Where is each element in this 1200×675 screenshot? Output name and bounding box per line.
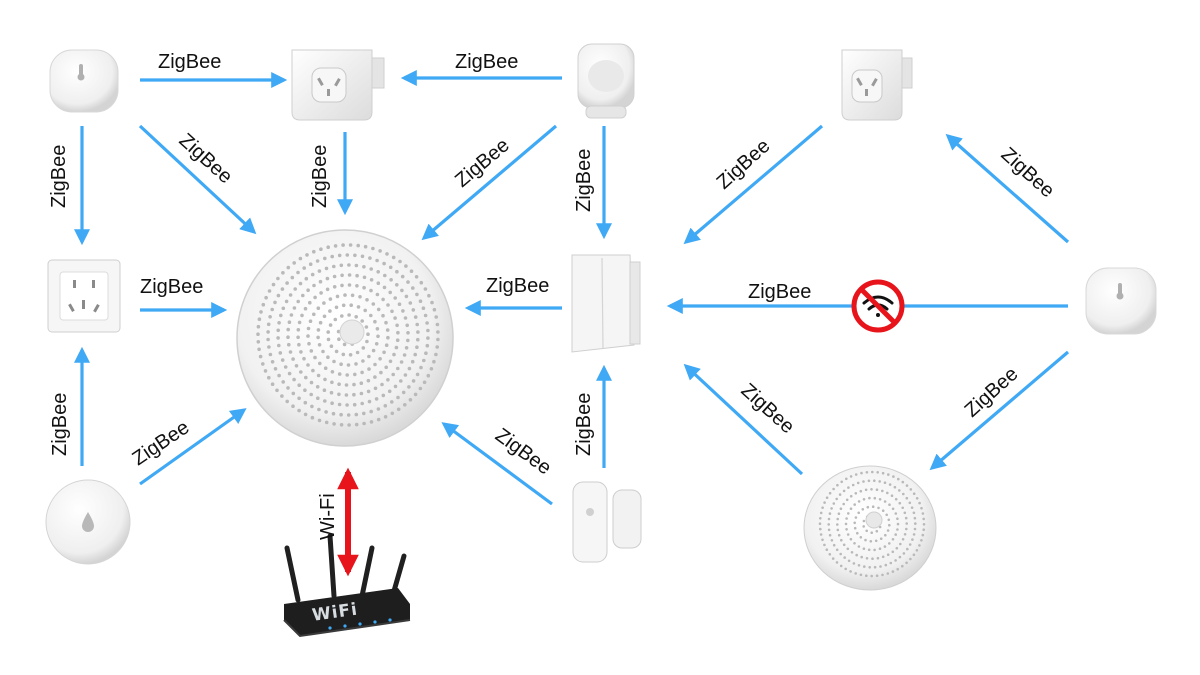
wifi-router: WiFi: [283, 533, 411, 638]
arrow-plug-to-switch: [683, 124, 824, 245]
water-leak-sensor: [45, 479, 131, 565]
zigbee-label: ZigBee: [451, 134, 514, 192]
zigbee-label: ZigBee: [486, 275, 549, 297]
thermometer-icon: [1116, 283, 1124, 300]
arrow-hub-to-switch: [683, 363, 804, 476]
gateway-hub-secondary: [803, 465, 937, 591]
zigbee-label: ZigBee: [175, 129, 237, 188]
router-icon: [328, 618, 392, 630]
arrow-sensor-to-plug-right: [945, 133, 1070, 244]
door-window-sensor: [572, 481, 642, 563]
door-sensor-icon: [586, 508, 594, 516]
temperature-sensor-top-left: [49, 49, 119, 113]
zigbee-label: ZigBee: [158, 51, 221, 73]
arrow-leak-to-hub: [139, 408, 247, 486]
wall-socket-icon: [59, 271, 109, 321]
arrow-door-to-hub: [441, 422, 553, 506]
zigbee-label: ZigBee: [997, 143, 1059, 202]
wall-socket: [47, 259, 121, 333]
arrow-motion-to-hub: [421, 124, 558, 241]
zigbee-label: ZigBee: [961, 363, 1023, 422]
gateway-icon: [256, 243, 440, 427]
zigbee-label: ZigBee: [573, 393, 595, 456]
zigbee-label: ZigBee: [49, 393, 71, 456]
wall-switch: [571, 254, 641, 353]
smart-plug-right: [841, 49, 913, 121]
zigbee-label: ZigBee: [455, 51, 518, 73]
zigbee-label: ZigBee: [128, 416, 193, 470]
zigbee-label: ZigBee: [140, 276, 203, 298]
plug-icon: [311, 67, 347, 103]
wifi-label: Wi-Fi: [317, 493, 339, 540]
water-drop-icon: [82, 512, 94, 532]
plug-icon: [851, 69, 883, 103]
zigbee-label: ZigBee: [737, 379, 799, 438]
zigbee-label: ZigBee: [713, 135, 775, 194]
arrow-sensor-to-hub: [138, 124, 257, 235]
no-wifi-sign: [851, 279, 905, 333]
temperature-sensor-right: [1085, 267, 1157, 335]
wall-switch-icon: [629, 261, 641, 345]
zigbee-label: ZigBee: [309, 145, 331, 208]
motion-sensor-icon: [588, 60, 624, 92]
motion-sensor: [577, 43, 635, 119]
zigbee-label: ZigBee: [491, 424, 555, 479]
arrow-sensor-to-hub-secondary: [929, 350, 1070, 471]
gateway-hub-main: [236, 229, 454, 447]
zigbee-label: ZigBee: [748, 281, 811, 303]
smart-plug-top: [291, 49, 385, 121]
zigbee-label: ZigBee: [48, 145, 70, 208]
thermometer-icon: [77, 64, 85, 81]
zigbee-label: ZigBee: [573, 149, 595, 212]
